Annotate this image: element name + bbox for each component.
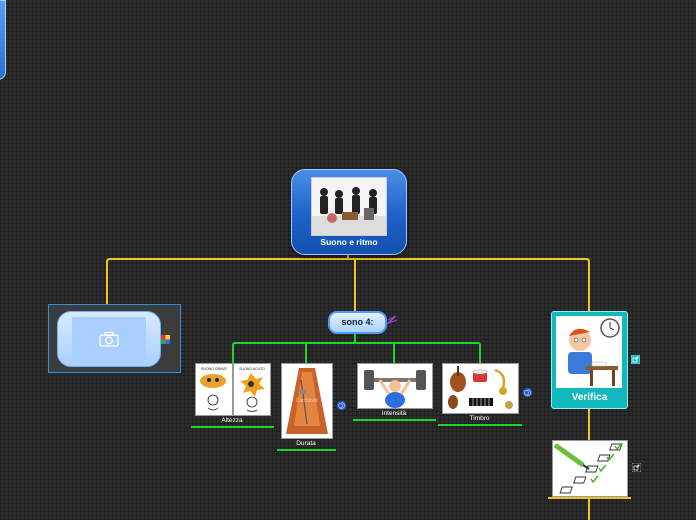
intensita-label: Intensità: [381, 410, 407, 417]
intensita-image[interactable]: [357, 363, 433, 409]
spiral-icon[interactable]: [336, 400, 347, 411]
timbro-label: Timbro: [469, 415, 490, 422]
student-clock-image: [556, 316, 622, 388]
altezza-label: Altezza: [221, 417, 243, 424]
altezza-image[interactable]: SUONO GRAVE SUONO ACUTO: [195, 363, 271, 416]
timbro-underline: [438, 424, 522, 426]
camera-icon: [99, 331, 119, 347]
external-link-icon[interactable]: [631, 355, 640, 364]
external-link-icon[interactable]: [632, 463, 641, 472]
durata-underline: [277, 449, 336, 451]
root-node[interactable]: Suono e ritmo: [291, 169, 407, 255]
image-placeholder-frame[interactable]: [48, 304, 181, 373]
grave-label: SUONO GRAVE: [201, 367, 227, 371]
color-palette-icon[interactable]: [161, 335, 170, 344]
timbro-image[interactable]: [442, 363, 519, 414]
root-title: Suono e ritmo: [320, 237, 378, 247]
durata-image[interactable]: CanStock: [281, 363, 333, 439]
verifica-node[interactable]: Verifica: [551, 311, 628, 409]
altezza-underline: [191, 426, 274, 428]
image-placeholder-area: [72, 317, 146, 361]
checklist-image[interactable]: [552, 440, 628, 497]
spiral-icon[interactable]: [522, 387, 533, 398]
musicians-image: [311, 177, 387, 236]
offscreen-node[interactable]: [0, 0, 6, 80]
watermark-text: CanStock: [296, 398, 318, 404]
intensita-underline: [353, 419, 436, 421]
paintbrush-icon[interactable]: [386, 315, 398, 325]
image-placeholder-node[interactable]: [57, 311, 161, 367]
checklist-underline: [548, 497, 631, 499]
group-node[interactable]: sono 4:: [328, 311, 387, 334]
verifica-title: Verifica: [571, 392, 608, 403]
durata-label: Durata: [296, 440, 316, 447]
acuto-label: SUONO ACUTO: [239, 367, 265, 371]
